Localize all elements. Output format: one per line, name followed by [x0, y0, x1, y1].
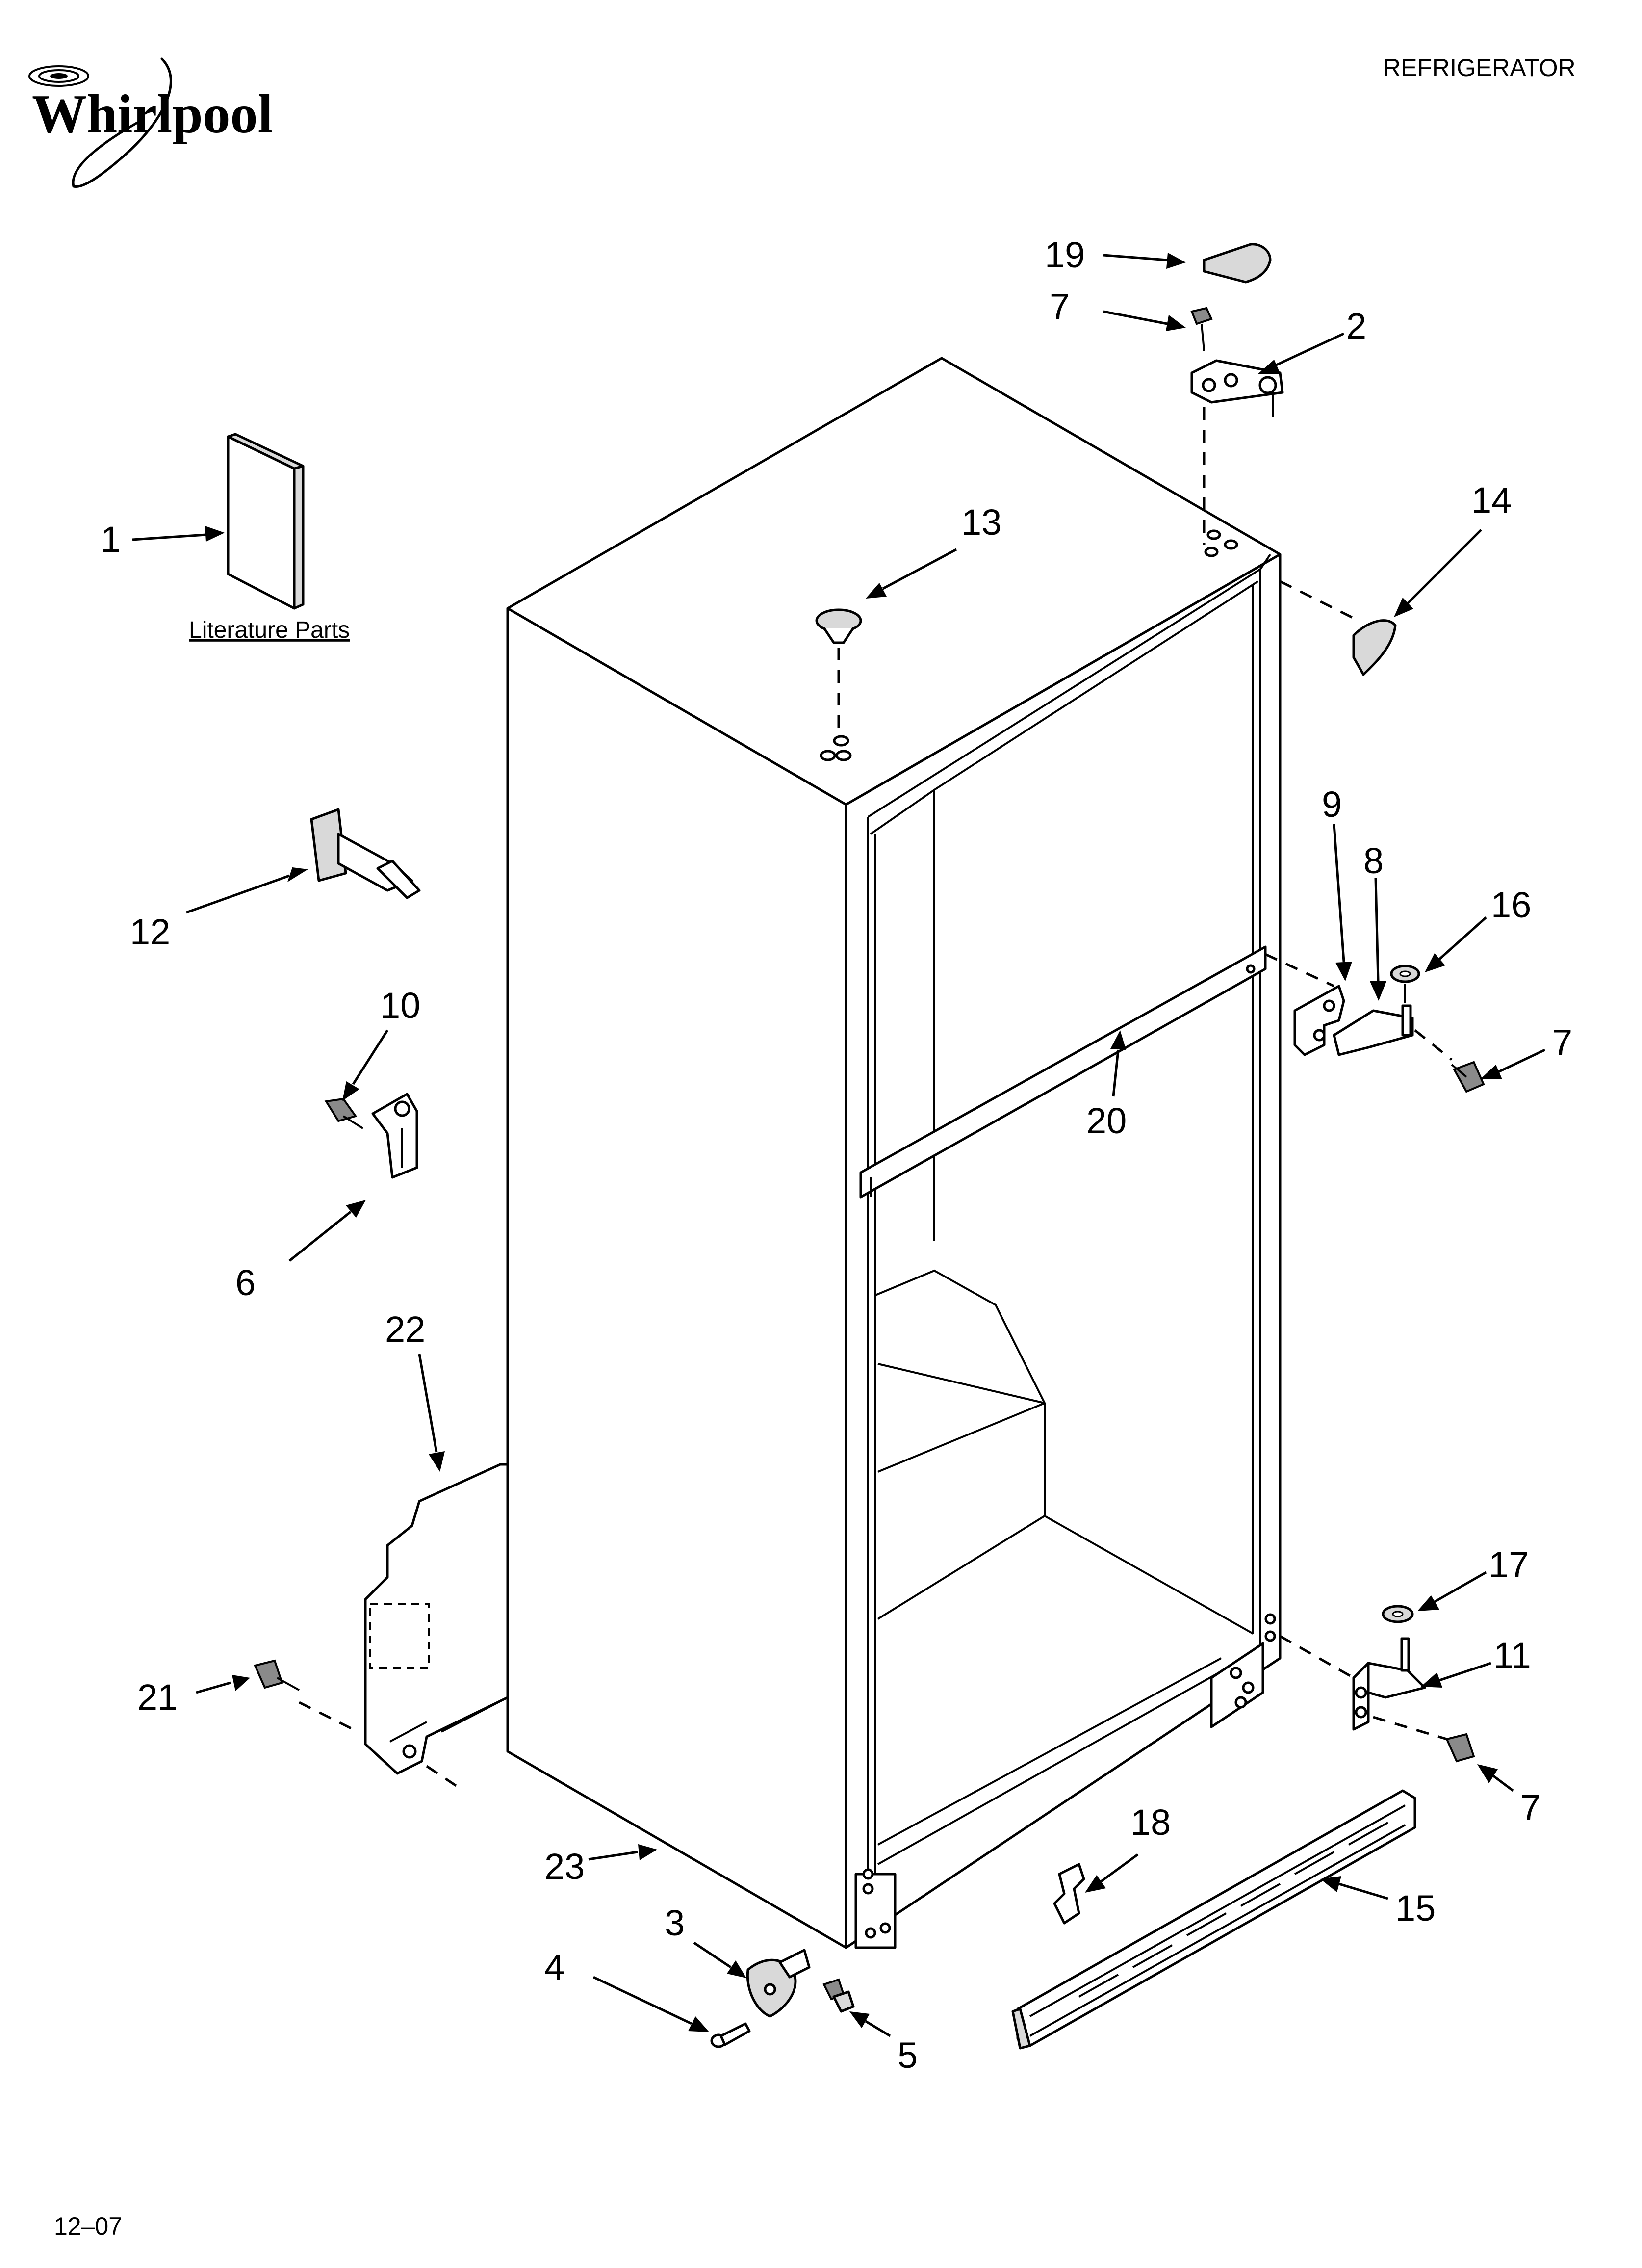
whirlpool-logo: Whirlpool: [28, 57, 273, 188]
refrigerator-cabinet: [441, 357, 1282, 1949]
callout-7-top: 7: [1050, 286, 1070, 327]
part-7-screw-bottom: [1445, 1733, 1475, 1763]
date-code: 12–07: [54, 2213, 122, 2240]
part-4-axle-pin: [710, 2022, 751, 2048]
brand-logo-text: Whirlpool: [32, 84, 273, 145]
callout-18: 18: [1130, 1802, 1171, 1843]
part-13-plug: [815, 608, 862, 736]
part-5-screw: [822, 1978, 855, 2013]
part-2-top-hinge: [1190, 359, 1284, 545]
leader-lines: [132, 253, 1546, 2037]
callout-9: 9: [1322, 784, 1342, 825]
callout-17: 17: [1488, 1544, 1529, 1585]
category-label: REFRIGERATOR: [1383, 54, 1576, 81]
part-17-washer: [1382, 1605, 1414, 1623]
part-14-hinge-cap: [1279, 580, 1397, 676]
part-22-back-panel: [298, 1463, 509, 1792]
part-1-literature: Literature Parts: [189, 433, 350, 643]
callout-2: 2: [1346, 306, 1366, 346]
part-7-screw-top: [1190, 307, 1213, 351]
part-20-divider-rail: [859, 945, 1335, 1199]
callout-8: 8: [1363, 840, 1384, 881]
grille-slots: [1078, 1822, 1388, 1998]
callout-7-bottom: 7: [1520, 1787, 1540, 1828]
part-6-bracket: [371, 1093, 418, 1179]
callout-13: 13: [961, 502, 1001, 543]
callout-5: 5: [898, 2035, 918, 2076]
callout-21: 21: [137, 1677, 178, 1718]
callout-numbers: 1 19 7 2 13 14 12 10 6 22 21 23 20 9 8 1…: [101, 235, 1572, 2076]
part-19-hinge-cover: [1203, 243, 1272, 284]
callout-14: 14: [1471, 480, 1512, 521]
callout-19: 19: [1045, 235, 1085, 275]
callout-10: 10: [380, 985, 420, 1026]
part-10-screw: [324, 1097, 364, 1129]
part-3-roller-bracket: [746, 1949, 811, 2018]
callout-7-middle: 7: [1552, 1022, 1572, 1063]
callout-3: 3: [665, 1903, 685, 1943]
part-21-screw: [254, 1659, 300, 1691]
callout-15: 15: [1395, 1888, 1436, 1929]
callout-12: 12: [130, 912, 170, 952]
callout-6: 6: [235, 1262, 256, 1303]
callout-22: 22: [385, 1309, 425, 1350]
callout-11: 11: [1493, 1635, 1531, 1676]
part-8-center-hinge: [1333, 1004, 1453, 1061]
part-16-washer: [1390, 965, 1420, 1003]
callout-20: 20: [1086, 1100, 1127, 1141]
callout-16: 16: [1491, 885, 1531, 925]
part-12-leveling-bolt: [310, 808, 421, 899]
callout-23: 23: [544, 1846, 585, 1887]
part-18-grille-clip: [1053, 1863, 1085, 1925]
part-9-hinge-shim: [1293, 985, 1345, 1056]
literature-parts-label: Literature Parts: [189, 617, 350, 643]
callout-1: 1: [101, 519, 121, 560]
part-15-base-grille: [1011, 1789, 1416, 2050]
part-7-screw-middle: [1451, 1061, 1485, 1093]
callout-4: 4: [544, 1947, 564, 1987]
part-11-bottom-hinge: [1279, 1635, 1447, 1741]
